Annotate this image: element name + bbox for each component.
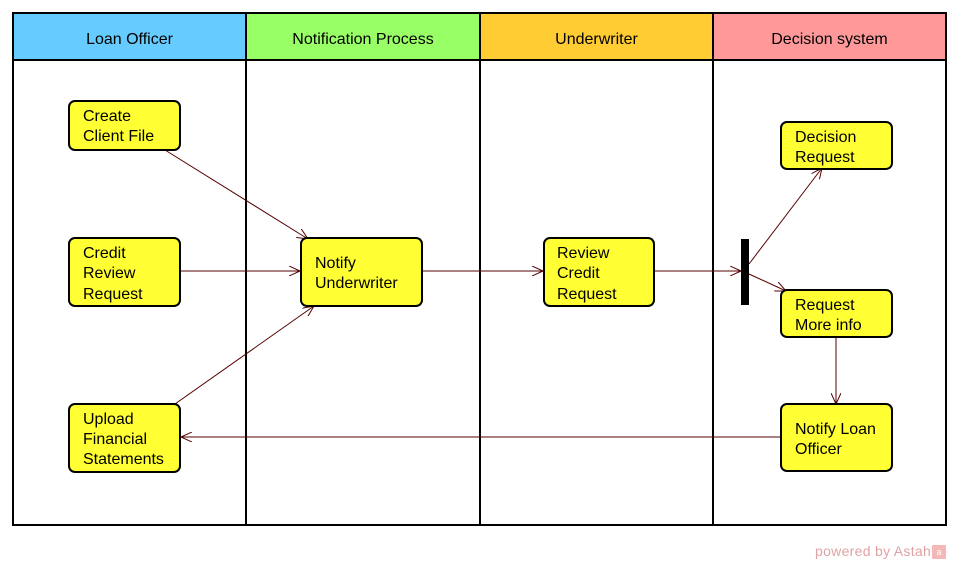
node-notify-loan-officer[interactable]: Notify Loan Officer [780,403,893,472]
svg-text:Upload Financial S: Upload Financial Statements [83,411,164,468]
svg-text:Review Credit Requ: Review Credit Request [557,245,617,303]
node-label-line: Request [795,149,855,166]
node-credit-review-request[interactable]: Credit Review Request [68,237,181,307]
node-label-line: Upload [83,411,134,428]
node-label-line: Officer [795,441,843,458]
node-label-line: Decision [795,129,856,146]
edge-fork-to-decision-request [748,168,822,265]
svg-text:Request More info: Request More info [795,297,862,334]
node-label-line: Request [83,286,143,303]
node-label-line: Credit [83,245,126,262]
edge-fork-to-request-more-info [748,273,786,291]
node-create-client-file[interactable]: Create Client File [68,100,181,151]
node-label-line: Financial [83,431,147,448]
node-decision-request[interactable]: Decision Request [780,121,893,170]
lane-title-notification-process: Notification Process [292,31,433,48]
footer-text: powered by Astah [815,543,932,559]
edge-create-client-file-to-notify-underwriter [164,149,308,239]
node-review-credit-request[interactable]: Review Credit Request [543,237,655,307]
lane-header-notification-process: Notification Process [245,12,481,61]
node-notify-underwriter[interactable]: Notify Underwriter [300,237,423,307]
node-label-line: Request [795,297,855,314]
node-label-line: Notify Loan [795,421,876,438]
svg-text:Credit Review Requ: Credit Review Request [83,245,143,303]
lane-header-loan-officer: Loan Officer [12,12,247,61]
edge-upload-financial-statements-to-notify-underwriter [174,306,314,405]
node-label-line: Underwriter [315,275,398,292]
node-label-line: Request [557,286,617,303]
node-request-more-info[interactable]: Request More info [780,289,893,338]
node-label-line: Client File [83,128,154,145]
svg-text:Decision Request: Decision Request [795,129,861,166]
node-upload-financial-statements[interactable]: Upload Financial Statements [68,403,181,473]
lane-title-decision-system: Decision system [771,31,887,48]
lane-header-decision-system: Decision system [712,12,947,61]
node-label-line: Create [83,108,131,125]
astah-logo-icon: a [932,545,947,560]
node-label-line: Notify [315,255,356,272]
svg-text:Create Client File: Create Client File [83,108,154,145]
node-label-line: Credit [557,265,600,282]
node-label-line: Review [83,265,136,282]
node-label-line: Statements [83,451,164,468]
lane-title-loan-officer: Loan Officer [86,31,174,48]
lane-title-underwriter: Underwriter [555,31,638,48]
fork-bar [741,239,749,305]
node-label-line: More info [795,317,862,334]
node-label-line: Review [557,245,610,262]
svg-text:Notify Underwriter: Notify Underwriter [315,255,398,292]
svg-text:Notify Loan Officer: Notify Loan Officer [795,421,880,458]
lane-header-underwriter: Underwriter [479,12,714,61]
